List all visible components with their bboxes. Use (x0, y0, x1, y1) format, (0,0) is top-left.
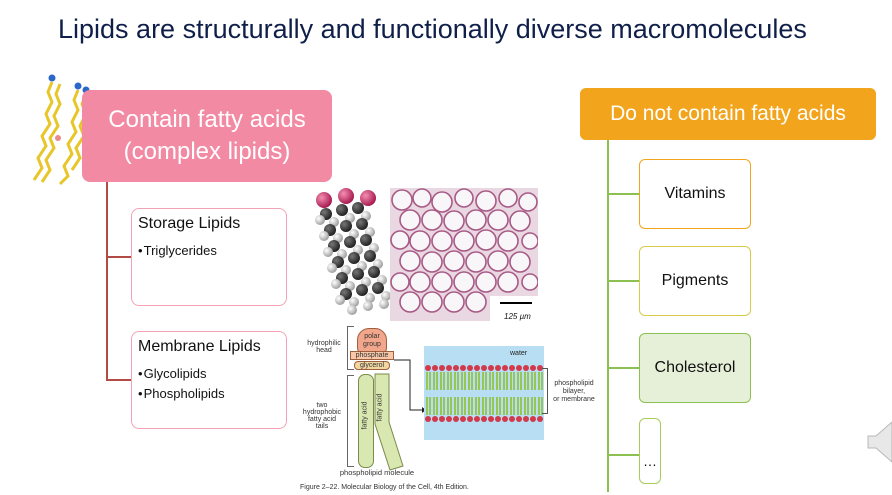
right-tree-trunk (607, 140, 609, 492)
header-line-2: (complex lipids) (123, 138, 291, 165)
right-branch-pigments (607, 280, 639, 282)
header-line-1: Contain fatty acids (108, 106, 306, 133)
head-bracket (347, 326, 354, 370)
more-items-box: … (639, 418, 661, 484)
bullet-glycolipids: • Glycolipids (138, 366, 207, 381)
phospholipid-molecule-label: phospholipid molecule (339, 468, 415, 477)
left-tree-branch-storage (106, 256, 132, 258)
bullet-phospholipids: • Phospholipids (138, 386, 225, 401)
membrane-lipids-title: Membrane Lipids (138, 338, 261, 355)
complex-lipids-header: Contain fatty acids (complex lipids) (82, 90, 332, 182)
figure-caption: Figure 2–22. Molecular Biology of the Ce… (300, 484, 469, 491)
non-fatty-acid-header: Do not contain fatty acids (580, 88, 876, 140)
fatty-acid-tail-2-kinked (374, 373, 404, 471)
membrane-lipids-card: Membrane Lipids • Glycolipids • Phosphol… (131, 331, 287, 429)
hydrophilic-head-label: hydrophilic head (307, 340, 341, 354)
phospholipid-bilayer-diagram (424, 346, 544, 440)
right-branch-more (607, 454, 639, 456)
cholesterol-box: Cholesterol (639, 333, 751, 403)
storage-lipids-title: Storage Lipids (138, 215, 241, 232)
triglyceride-space-filling-model (315, 188, 391, 315)
bilayer-bracket (542, 368, 548, 414)
storage-lipids-card: Storage Lipids • Triglycerides (131, 208, 287, 306)
bilayer-label: phospholipid bilayer, or membrane (553, 380, 595, 403)
slide-title: Lipids are structurally and functionally… (58, 14, 807, 44)
right-branch-cholesterol (607, 367, 639, 369)
fatty-acid-label-1: fatty acid (361, 401, 369, 430)
right-branch-vitamins (607, 193, 639, 195)
glycerol-label: glycerol (354, 361, 390, 370)
polar-group-shape: polar group (357, 328, 387, 354)
phosphate-label: phosphate (350, 351, 394, 360)
micrograph-scale-label: 125 µm (504, 312, 531, 321)
arrow-to-bilayer (394, 359, 426, 413)
fatty-acid-tail-1 (358, 374, 374, 468)
vitamins-box: Vitamins (639, 159, 751, 229)
tails-bracket (347, 375, 354, 467)
molecule-head (48, 74, 56, 82)
left-tree-trunk (106, 182, 108, 380)
fatty-acid-label-2: fatty acid (376, 393, 384, 422)
hydrophobic-tails-label: two hydrophobic fatty acid tails (302, 402, 342, 430)
water-label: water (510, 350, 528, 357)
left-tree-branch-membrane (106, 379, 132, 381)
bullet-triglycerides: • Triglycerides (138, 243, 217, 258)
pigments-box: Pigments (639, 246, 751, 316)
speaker-icon[interactable] (866, 420, 892, 464)
adipose-tissue-micrograph (390, 188, 538, 321)
